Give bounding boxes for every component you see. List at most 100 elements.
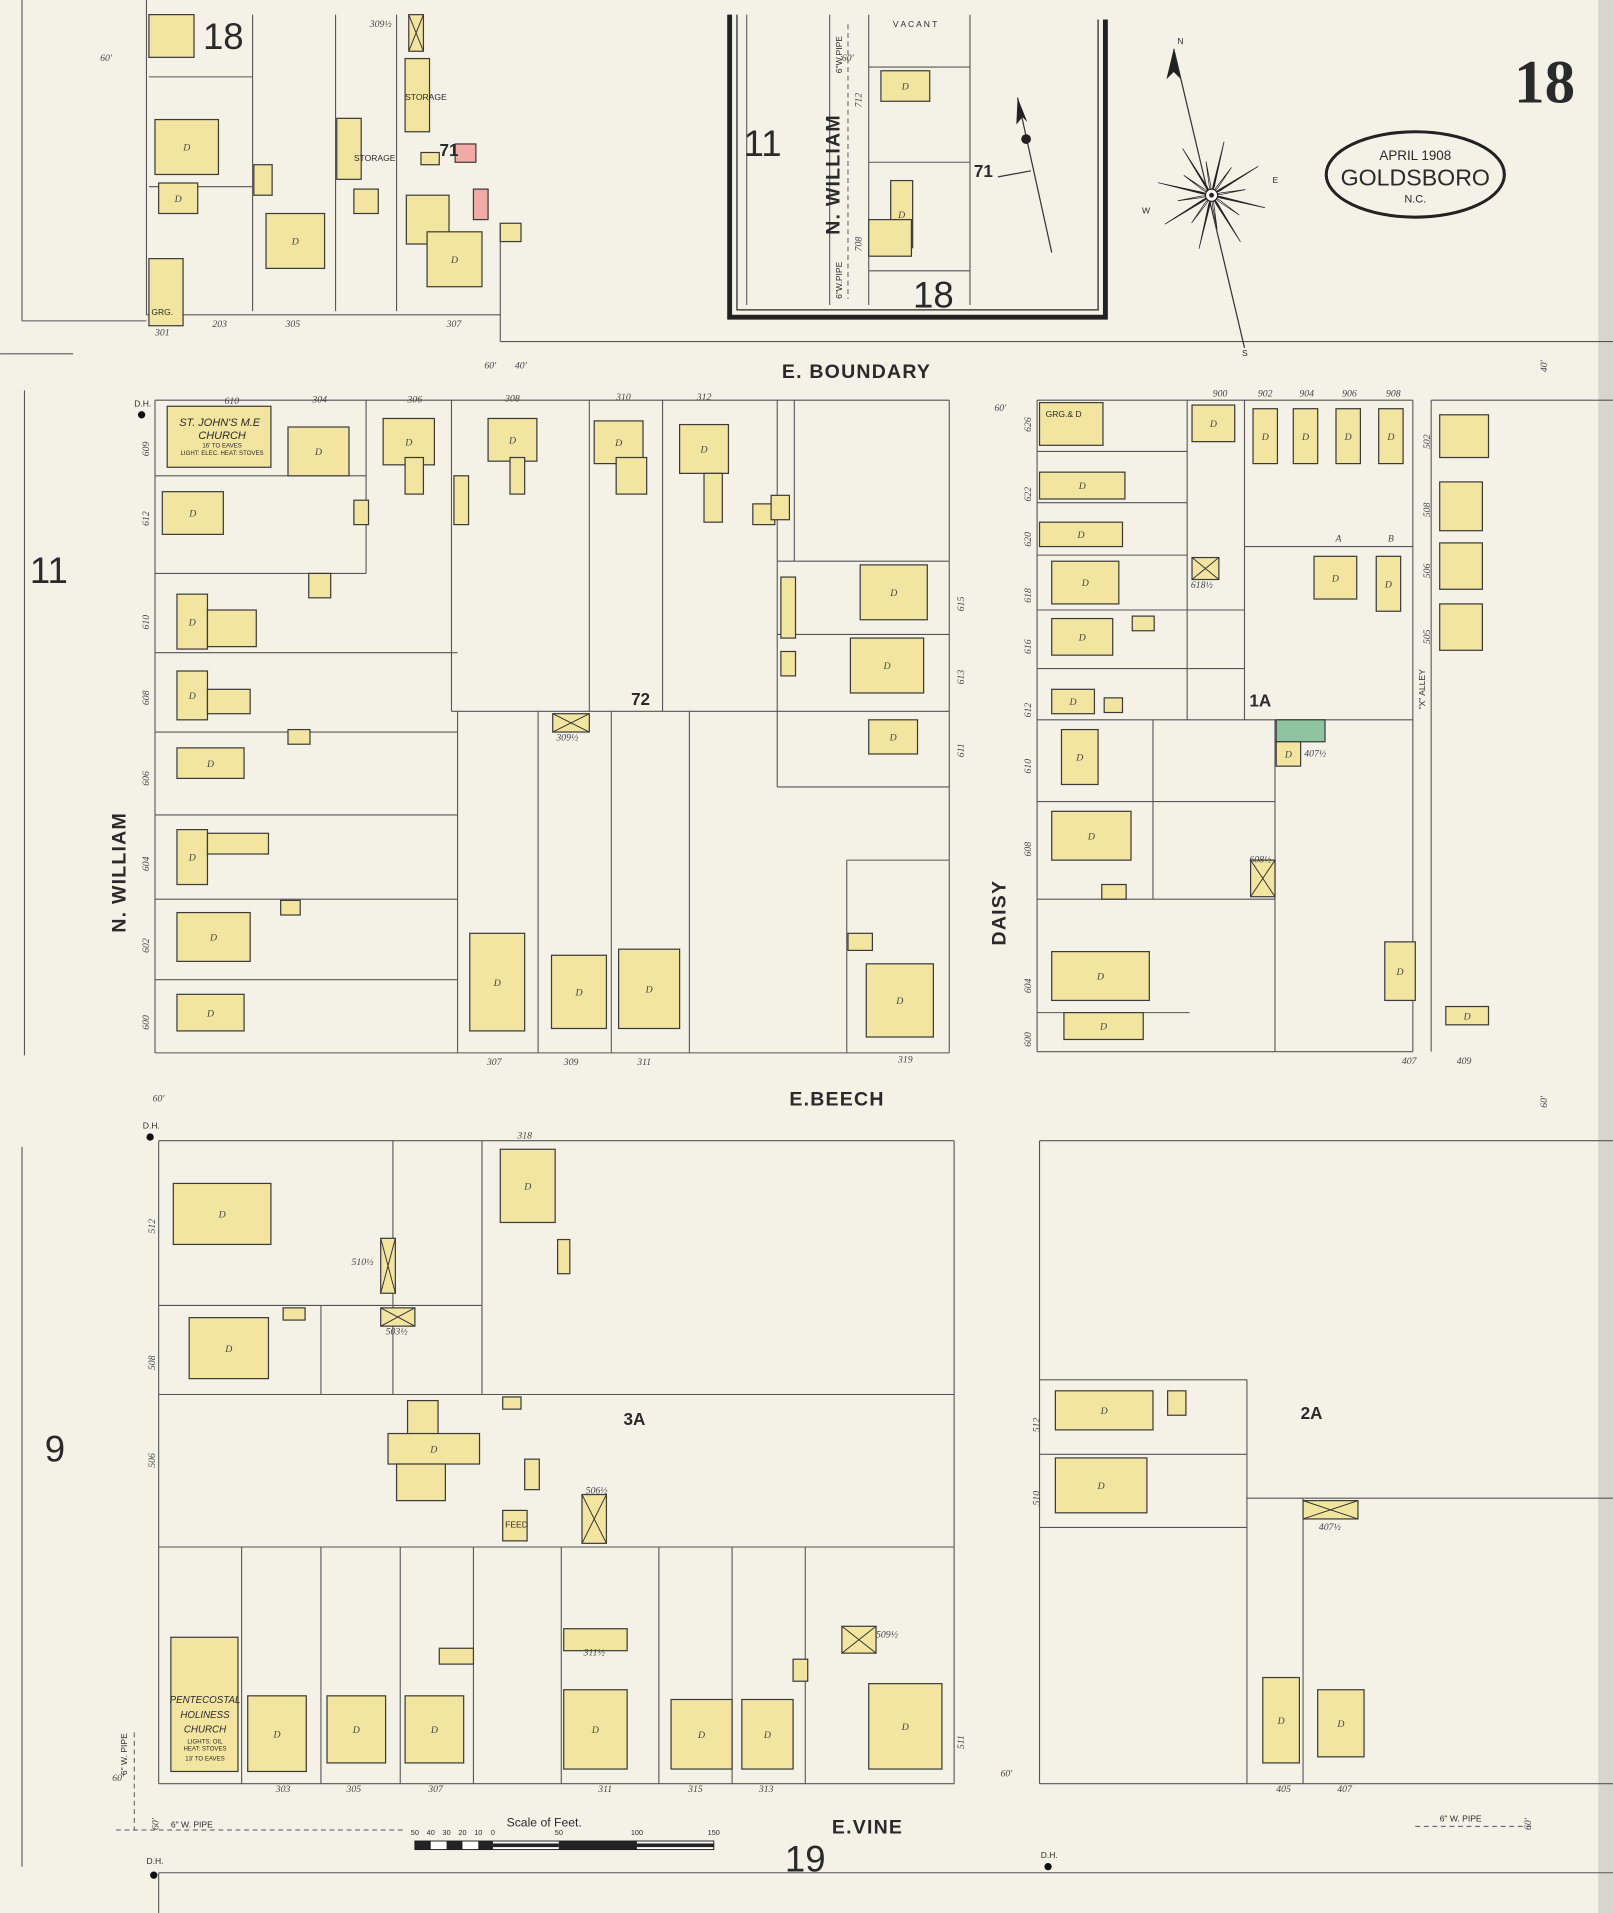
- address-number: 407½: [1319, 1522, 1342, 1533]
- address-number: 612: [141, 511, 152, 526]
- building: D: [404, 1695, 465, 1764]
- building: D: [1038, 521, 1124, 548]
- building: [502, 1396, 522, 1410]
- building-footprint: [353, 499, 370, 526]
- dwelling-label: D: [206, 1008, 214, 1019]
- block-number: 3A: [624, 1410, 646, 1429]
- building: [395, 1463, 446, 1502]
- dwelling-label: D: [901, 1722, 909, 1733]
- adjacent-sheet-number: 19: [785, 1839, 826, 1880]
- address-number: 902: [1258, 389, 1273, 400]
- building-footprint: [247, 1695, 307, 1773]
- building-footprint: [1252, 408, 1279, 465]
- address-number: 311½: [583, 1648, 606, 1659]
- street-width-label: 40': [515, 360, 528, 371]
- address-number: 620: [1023, 532, 1034, 547]
- address-number: 512: [147, 1219, 158, 1234]
- address-number: 608: [141, 690, 152, 705]
- building: [472, 188, 489, 221]
- address-number: 502: [1422, 434, 1433, 449]
- building: [170, 1636, 239, 1773]
- building-footprint: [1335, 408, 1362, 465]
- st-johns-church-label: ST. JOHN'S M.E CHURCH 16' TO EAVES LIGHT…: [179, 417, 263, 457]
- building: [1167, 1390, 1187, 1416]
- dwelling-label: D: [1078, 481, 1086, 492]
- building: [404, 456, 425, 495]
- building-footprint: [287, 426, 350, 477]
- building-footprint: [420, 151, 440, 166]
- shed-cross-icon: [1250, 859, 1276, 897]
- building-footprint: [148, 14, 195, 58]
- building-footprint: [353, 188, 379, 215]
- street-width-label: 60': [112, 1773, 125, 1784]
- building: D: [1038, 471, 1126, 500]
- address-number: 305: [285, 319, 301, 330]
- dwelling-label: D: [188, 853, 196, 864]
- building: D: [868, 1683, 943, 1770]
- dwelling-label: D: [645, 984, 653, 995]
- address-number: 608½: [1249, 855, 1272, 866]
- building-footprint: [472, 188, 489, 221]
- building: [280, 899, 301, 916]
- building: [792, 1658, 809, 1682]
- street-width-label: 60': [1000, 1768, 1013, 1779]
- pentecostal-church-label: PENTECOSTAL HOLINESS CHURCH LIGHTS: OIL …: [170, 1695, 241, 1762]
- building: [868, 218, 913, 257]
- dwelling-label: D: [763, 1730, 771, 1741]
- building: [404, 57, 431, 133]
- dwelling-label: D: [1099, 1022, 1107, 1033]
- building-footprint: [438, 1647, 475, 1665]
- compass-e: E: [1273, 175, 1279, 185]
- address-number: 311: [597, 1784, 612, 1795]
- building-footprint: [593, 420, 644, 465]
- building-footprint: [868, 719, 919, 755]
- dwelling-label: D: [614, 438, 622, 449]
- dwelling-label: D: [697, 1730, 705, 1741]
- dwelling-label: D: [450, 255, 458, 266]
- dwelling-label: D: [493, 978, 501, 989]
- block-number: 2A: [1301, 1404, 1323, 1423]
- street-label-e-boundary: E. BOUNDARY: [782, 361, 931, 383]
- dwelling-label: D: [889, 588, 897, 599]
- building-footprint: [502, 1509, 528, 1542]
- dwelling-label: D: [224, 1344, 232, 1355]
- scale-segment: [636, 1843, 714, 1848]
- address-number: 506½: [586, 1485, 609, 1496]
- building-footprint: [280, 899, 301, 916]
- building: D: [287, 426, 350, 477]
- building: D: [859, 564, 928, 621]
- building: D: [1060, 728, 1099, 786]
- dwelling-label: D: [209, 933, 217, 944]
- building-footprint: [469, 932, 526, 1032]
- street-label-n-william-inset: N. WILLIAM: [822, 114, 844, 235]
- building: [1103, 697, 1124, 714]
- garage-dwelling-label: GRG.& D: [1046, 409, 1082, 419]
- dwelling-label: D: [291, 237, 299, 248]
- building: D: [1275, 741, 1302, 767]
- scale-tick-label: 50: [555, 1828, 563, 1837]
- block-number: 71: [440, 141, 459, 160]
- building-footprint: [1101, 883, 1127, 900]
- dwelling-label: D: [1386, 432, 1394, 443]
- page-edge: [1598, 0, 1613, 1913]
- scale-tick-label: 100: [631, 1828, 643, 1837]
- address-number: 606: [141, 771, 152, 786]
- building: [287, 728, 311, 745]
- building-footprint: [170, 1636, 239, 1773]
- hydrant-label: D.H.: [134, 398, 151, 408]
- address-number: 506: [147, 1453, 158, 1468]
- address-number: 604: [1023, 978, 1034, 993]
- building-footprint: [557, 1238, 571, 1275]
- building: D: [593, 420, 644, 465]
- dwelling-label: D: [272, 1729, 280, 1740]
- building-footprint: [1317, 1689, 1365, 1758]
- building-footprint: [172, 1182, 272, 1246]
- building-footprint: [1051, 951, 1150, 1002]
- building-footprint: [1439, 481, 1484, 532]
- church-name: HOLINESS: [180, 1710, 230, 1721]
- building: [1439, 414, 1490, 459]
- street-width-label: 60': [1523, 1817, 1534, 1830]
- scale-tick-label: 10: [474, 1828, 482, 1837]
